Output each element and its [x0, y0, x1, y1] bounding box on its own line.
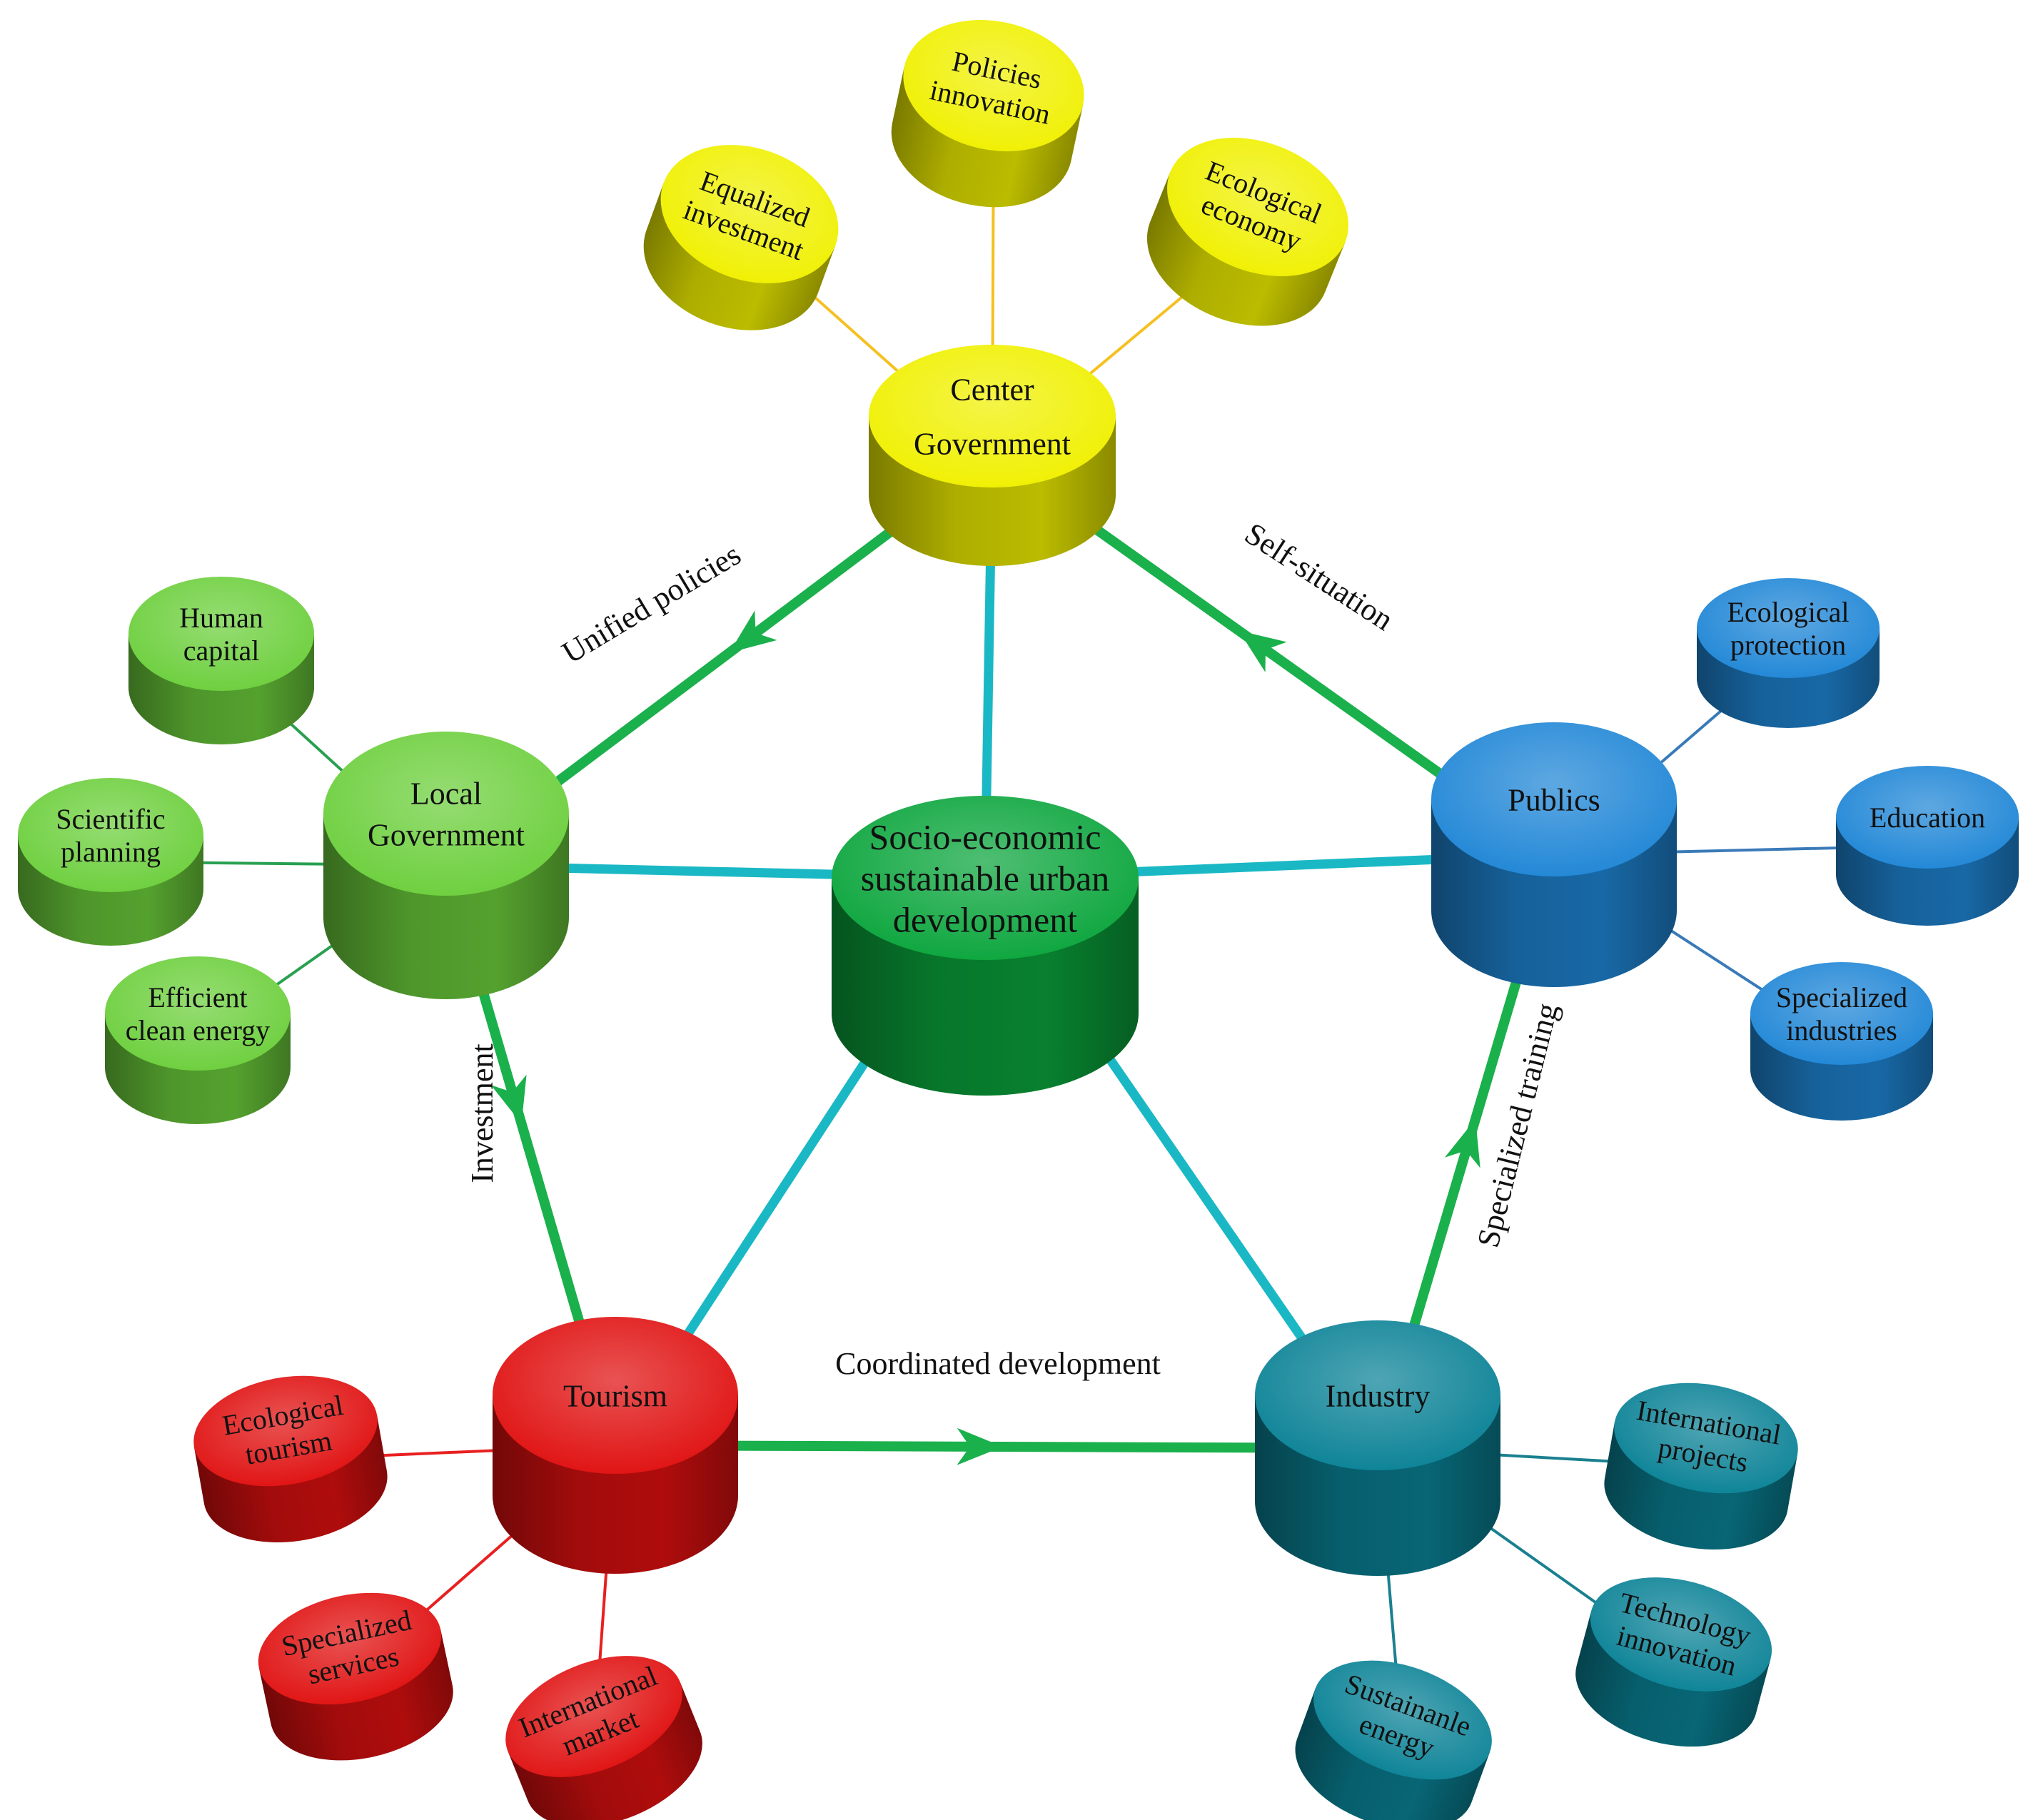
node-industry[interactable]: Industry [1255, 1320, 1500, 1576]
central-node-label-line: sustainable urban [861, 859, 1110, 899]
child-node-specialized-industries-label-line: industries [1786, 1014, 1897, 1046]
node-tourism-label-line: Tourism [563, 1378, 667, 1413]
node-local-government-label-line: Government [368, 817, 525, 852]
flow-arrowhead-specialized-training [1444, 1118, 1480, 1168]
node-publics-label-line: Publics [1508, 782, 1600, 817]
flow-arrowhead-investment [490, 1074, 527, 1124]
flow-label-specialized-training: Specialized training [1470, 999, 1565, 1250]
child-node-scientific-planning-label-line: Scientific [56, 803, 165, 835]
flow-arrowhead-coordinated-development [957, 1427, 1003, 1465]
child-node-scientific-planning-label-line: planning [61, 836, 161, 868]
child-node-education-label-line: Education [1870, 802, 1985, 834]
child-node-ecological-protection-label-line: protection [1730, 629, 1846, 661]
node-tourism[interactable]: Tourism [493, 1317, 738, 1574]
child-node-efficient-clean-energy-label-line: Efficient [148, 981, 247, 1013]
child-node-education[interactable]: Education [1836, 766, 2019, 926]
flow-label-investment: Investment [465, 1043, 500, 1183]
central-node-label-line: development [893, 900, 1077, 940]
child-node-efficient-clean-energy-label-line: clean energy [126, 1014, 270, 1046]
flow-arrowhead-self-situation [1239, 630, 1287, 672]
child-node-specialized-industries-label-line: Specialized [1776, 981, 1907, 1013]
flow-label-coordinated-development: Coordinated development [835, 1346, 1161, 1381]
node-local-government-label-line: Local [410, 776, 482, 811]
node-center-government-label-line: Center [950, 372, 1034, 407]
flow-label-unified-policies: Unified policies [556, 537, 747, 670]
node-center-government-label-line: Government [914, 426, 1071, 461]
child-node-ecological-protection-label-line: Ecological [1727, 596, 1849, 628]
child-node-human-capital-label-line: capital [183, 635, 260, 667]
node-publics[interactable]: Publics [1431, 722, 1677, 987]
node-industry-label-line: Industry [1326, 1378, 1431, 1413]
flow-label-self-situation: Self-situation [1239, 516, 1400, 637]
child-node-human-capital-label-line: Human [179, 602, 263, 634]
flow-arrowhead-unified-policies [729, 610, 777, 653]
central-node-label-line: Socio-economic [869, 817, 1101, 857]
node-layer: EqualizedinvestmentPoliciesinnovationEco… [18, 4, 2019, 1820]
